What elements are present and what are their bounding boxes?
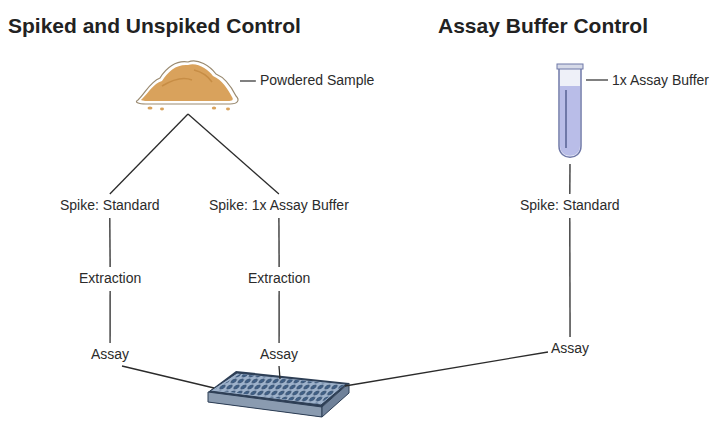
buffer-tube: 1x Assay Buffer [556,62,584,162]
step-text: Assay [260,346,298,363]
leader-label: Powdered Sample [260,72,374,89]
step-text: Extraction [248,270,310,287]
step-text: Assay [551,340,589,357]
connector [569,218,570,337]
step-text: Spike: 1x Assay Buffer [209,197,349,214]
connector [110,114,188,194]
powder-drawing [132,56,266,112]
connector [279,291,280,343]
step-label: Assay [548,338,592,359]
section-heading: Spiked and Unspiked Control [8,14,301,38]
step-text: Spike: Standard [60,197,160,214]
connector [569,164,570,194]
plate-lines [122,352,548,388]
leader-label: 1x Assay Buffer [612,72,709,89]
step-label: Extraction [76,268,144,289]
well-plate [200,365,360,417]
connector [278,218,279,267]
step-label: Spike: Standard [517,195,623,216]
connector [188,114,279,194]
section-heading: Assay Buffer Control [438,14,648,38]
step-label: Assay [88,344,132,365]
step-label: Spike: 1x Assay Buffer [206,195,352,216]
step-label: Extraction [245,268,313,289]
step-label: Assay [257,344,301,365]
powder-sample: Powdered Sample [132,56,244,112]
connector [110,291,111,343]
step-text: Spike: Standard [520,197,620,214]
step-text: Extraction [79,270,141,287]
step-label: Spike: Standard [57,195,163,216]
step-text: Assay [91,346,129,363]
tube-drawing [556,62,618,162]
connector [109,218,110,267]
